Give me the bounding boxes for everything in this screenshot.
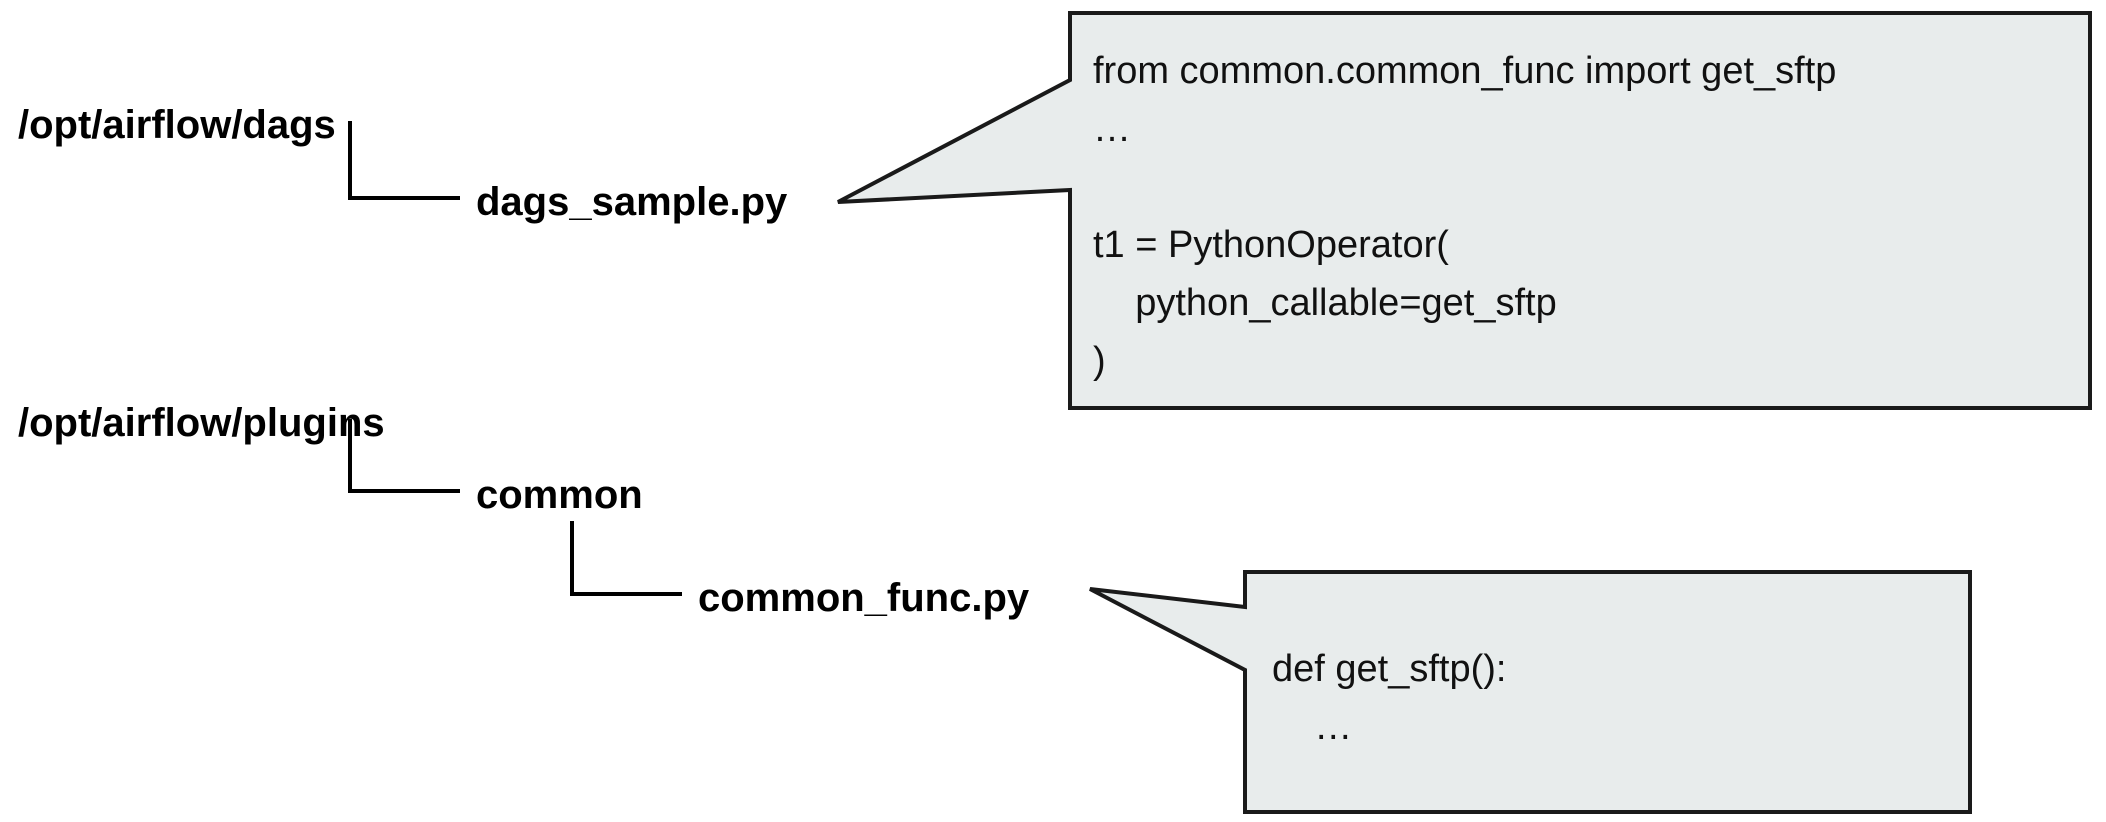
tree-root-label-dags: /opt/airflow/dags: [18, 103, 336, 147]
tree-connector-plugins: [348, 419, 460, 493]
tree-root-label-plugins: /opt/airflow/plugins: [18, 401, 385, 445]
callout-line-common-0: def get_sftp():: [1272, 648, 1507, 690]
tree-connector-common: [570, 521, 682, 596]
callout-line-dags-1: …: [1093, 108, 1131, 150]
callout-line-dags-4: python_callable=get_sftp: [1093, 282, 1557, 324]
callout-line-dags-3: t1 = PythonOperator(: [1093, 224, 1449, 266]
callout-shape-common-func: [1089, 570, 1972, 814]
tree-node-dags-sample-py: dags_sample.py: [476, 180, 788, 224]
callout-line-common-1: …: [1272, 706, 1353, 748]
callout-line-dags-5: ): [1093, 340, 1106, 382]
callout-line-dags-0: from common.common_func import get_sftp: [1093, 50, 1837, 92]
tree-node-common: common: [476, 473, 643, 517]
tree-node-common-func-py: common_func.py: [698, 576, 1030, 620]
callout-shape-dags-sample: [837, 11, 2092, 410]
tree-connector-dags: [348, 121, 460, 200]
